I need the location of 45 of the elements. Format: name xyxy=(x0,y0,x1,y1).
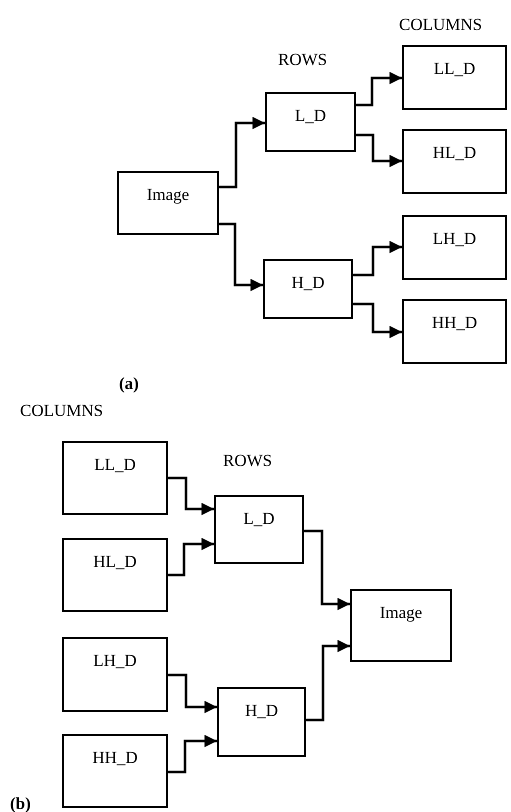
arrow xyxy=(168,734,217,774)
arrow xyxy=(353,240,402,276)
process-box xyxy=(62,441,168,515)
box-label: HL_D xyxy=(432,143,476,163)
process-box xyxy=(402,299,507,364)
process-box xyxy=(402,215,507,280)
box-label: H_D xyxy=(291,273,325,293)
box-label: HH_D xyxy=(92,748,138,768)
box-label: LH_D xyxy=(432,229,476,249)
panel-label: (a) xyxy=(119,375,139,394)
box-label: Image xyxy=(380,603,422,623)
process-box xyxy=(62,734,168,808)
process-box xyxy=(402,129,507,194)
box-label: Image xyxy=(146,185,190,205)
row-heading: ROWS xyxy=(223,452,272,471)
box-label: LH_D xyxy=(93,651,137,671)
process-box xyxy=(117,171,219,235)
box-label: L_D xyxy=(243,509,275,529)
arrow xyxy=(219,116,265,188)
process-box xyxy=(62,637,168,712)
arrow xyxy=(356,72,402,106)
arrow xyxy=(168,538,214,576)
box-label: H_D xyxy=(244,701,278,721)
box-label: HL_D xyxy=(93,552,137,572)
arrow xyxy=(219,222,263,292)
arrow xyxy=(306,640,350,722)
arrow xyxy=(356,134,402,168)
process-box xyxy=(217,687,306,757)
box-label: LL_D xyxy=(434,59,476,79)
column-heading: COLUMNS xyxy=(399,16,482,35)
process-box xyxy=(214,495,304,564)
process-box xyxy=(263,259,353,319)
column-heading: COLUMNS xyxy=(20,402,104,421)
box-label: HH_D xyxy=(432,313,478,333)
row-heading: ROWS xyxy=(278,51,328,70)
arrow xyxy=(304,530,350,610)
arrow xyxy=(168,476,214,516)
box-label: L_D xyxy=(294,106,326,126)
arrow xyxy=(168,674,217,714)
arrow xyxy=(353,302,402,338)
process-box xyxy=(265,92,356,152)
box-label: LL_D xyxy=(94,455,136,475)
process-box xyxy=(62,538,168,612)
process-box xyxy=(350,589,452,662)
process-box xyxy=(402,45,507,110)
